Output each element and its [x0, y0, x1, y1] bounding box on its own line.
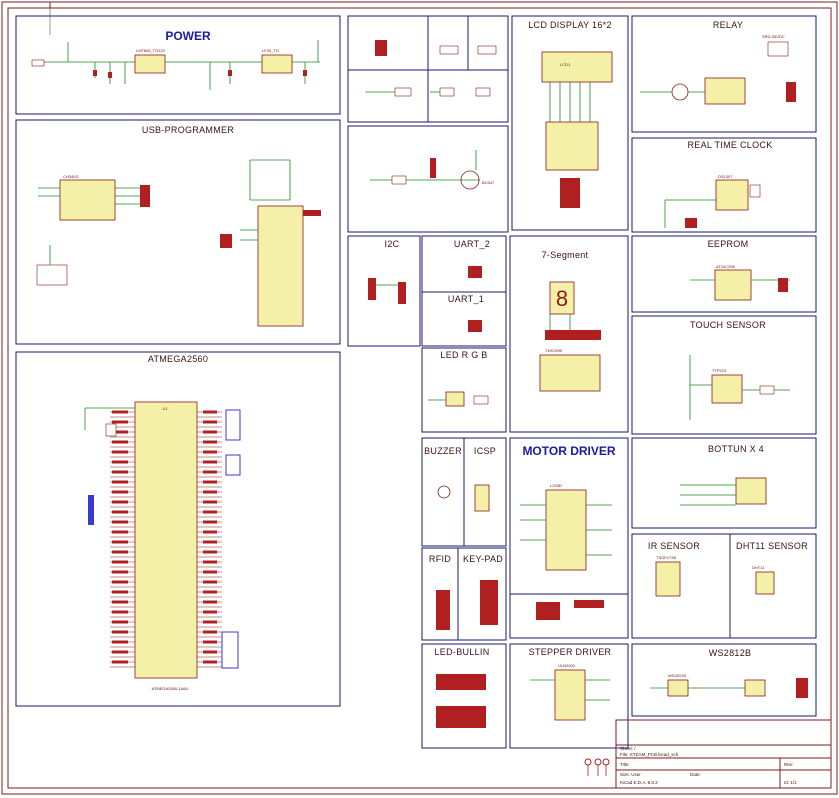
power-title: POWER [165, 29, 211, 43]
button-block: BOTTUN X 4 [631, 437, 817, 529]
usb-programmer-title: USB-PROGRAMMER [142, 125, 234, 135]
relay-block: RELAY SRD-05VDC [631, 15, 817, 133]
svg-text:TTP223: TTP223 [712, 368, 727, 373]
svg-text:74HC595: 74HC595 [545, 348, 563, 353]
eeprom-block: EEPROM AT24C256 [631, 235, 817, 313]
motor-driver-block: MOTOR DRIVER L293D [509, 437, 629, 639]
svg-text:8: 8 [556, 286, 568, 311]
svg-text:TSOP1738: TSOP1738 [656, 555, 677, 560]
stepper-block: STEPPER DRIVER ULN2003 [509, 643, 629, 749]
led-bullin-title: LED-BULLIN [434, 647, 489, 657]
touch-title: TOUCH SENSOR [690, 320, 766, 330]
tb-rev: Rev: [784, 762, 793, 767]
svg-text:AT24C256: AT24C256 [716, 264, 736, 269]
tb-id: Id: 1/1 [784, 780, 797, 785]
ws2812b-title: WS2812B [709, 648, 752, 658]
title-block: Sheet: / File: STEAM_PCB.kicad_sch Title… [584, 719, 832, 789]
lcd-block: LCD DISPLAY 16*2 LCD1 [511, 15, 629, 231]
svg-text:BC547: BC547 [482, 180, 495, 185]
rfid-keypad-block: RFID KEY-PAD [421, 547, 507, 641]
power-block: POWER LM7805_TO220 LF33_TO [15, 15, 341, 115]
dht-title: DHT11 SENSOR [736, 541, 808, 551]
seven-segment-title: 7-Segment [542, 250, 589, 260]
ws2812b-block: WS2812B WS2812B [631, 643, 817, 717]
seven-segment-display [549, 281, 575, 315]
mounting-holes [584, 758, 610, 776]
transistor-block: BC547 [347, 125, 509, 233]
stepper-title: STEPPER DRIVER [529, 647, 612, 657]
i2c-title: I2C [385, 239, 400, 249]
led-bullin-block: LED-BULLIN [421, 643, 507, 749]
motor-driver-title: MOTOR DRIVER [522, 444, 615, 458]
ir-dht-block: IR SENSOR DHT11 SENSOR TSOP1738 DHT11 [631, 533, 817, 639]
keypad-title: KEY-PAD [463, 554, 503, 564]
io-grid-block [347, 15, 509, 123]
svg-text:DS1307: DS1307 [718, 174, 733, 179]
svg-text:U1: U1 [162, 406, 168, 411]
touch-block: TOUCH SENSOR TTP223 [631, 315, 817, 435]
ir-title: IR SENSOR [648, 541, 700, 551]
atmega-chip [134, 401, 198, 679]
led-rgb-block: LED R G B [421, 347, 507, 433]
svg-text:LCD1: LCD1 [560, 62, 571, 67]
eeprom-title: EEPROM [708, 239, 749, 249]
led-rgb-title: LED R G B [440, 350, 487, 360]
atmega-block: ATMEGA2560 U1 ATMEGA2560-16AU [15, 351, 341, 707]
svg-text:SRD-05VDC: SRD-05VDC [762, 34, 785, 39]
usb-programmer-block: USB-PROGRAMMER CH340G [15, 119, 341, 345]
svg-text:ULN2003: ULN2003 [558, 663, 576, 668]
rfid-title: RFID [429, 554, 451, 564]
uart1-title: UART_1 [448, 294, 484, 304]
seven-segment-block: 7-Segment 8 74HC595 [509, 235, 629, 433]
i2c-block: I2C [347, 235, 421, 347]
svg-text:LF33_TO: LF33_TO [262, 48, 279, 53]
rtc-block: REAL TIME CLOCK DS1307 [631, 137, 817, 233]
rtc-title: REAL TIME CLOCK [687, 140, 772, 150]
buzzer-icsp-block: BUZZER ICSP [421, 437, 507, 547]
lcd-title: LCD DISPLAY 16*2 [528, 20, 612, 30]
tb-kicad: KiCad E.D.A. 6.0.2 [620, 780, 658, 785]
uart2-title: UART_2 [454, 239, 490, 249]
tb-size: Size: User [620, 772, 641, 777]
tb-sheet: Sheet: / [620, 746, 636, 751]
tb-file: File: STEAM_PCB.kicad_sch [620, 752, 679, 757]
svg-text:WS2812B: WS2812B [668, 673, 686, 678]
uart-block: UART_2 UART_1 [421, 235, 507, 347]
tb-title: Title: [620, 762, 630, 767]
svg-text:DHT11: DHT11 [752, 565, 765, 570]
relay-title: RELAY [713, 20, 743, 30]
sheet-frame-inner [7, 7, 832, 789]
svg-text:L293D: L293D [550, 483, 562, 488]
svg-text:ATMEGA2560-16AU: ATMEGA2560-16AU [152, 686, 189, 691]
buzzer-title: BUZZER [424, 446, 462, 456]
atmega-title: ATMEGA2560 [148, 354, 208, 364]
button-title: BOTTUN X 4 [708, 444, 764, 454]
icsp-title: ICSP [474, 446, 496, 456]
svg-text:LM7805_TO220: LM7805_TO220 [136, 48, 166, 53]
tb-date: Date: [690, 772, 701, 777]
svg-text:CH340G: CH340G [63, 174, 79, 179]
